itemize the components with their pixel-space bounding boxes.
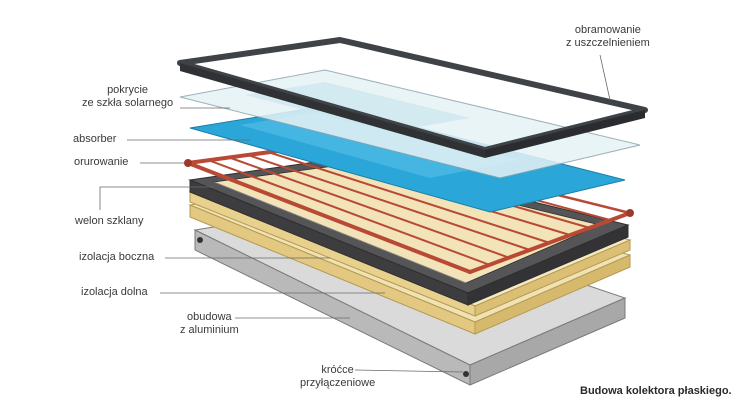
label-housing-line2: z aluminium xyxy=(180,324,239,336)
leader-fleece xyxy=(99,186,214,210)
label-connectors-line2: przyłączeniowe xyxy=(300,377,376,389)
leader-connectors xyxy=(354,369,464,373)
label-side-insulation-line1: izolacja boczna xyxy=(79,251,155,263)
connector-port-right xyxy=(463,371,469,377)
label-connectors-line1: króćce xyxy=(321,364,354,376)
figure-caption: Budowa kolektora płaskiego. xyxy=(580,385,732,397)
label-side-insulation: izolacja boczna xyxy=(79,251,154,264)
label-glass: pokrycie ze szkła solarnego xyxy=(82,84,173,110)
label-absorber: absorber xyxy=(73,133,116,146)
side-insulation xyxy=(188,156,630,306)
connector-port-left xyxy=(197,237,203,243)
label-glass-line2: ze szkła solarnego xyxy=(82,97,174,109)
label-absorber-line1: absorber xyxy=(73,133,117,145)
label-bottom-insulation: izolacja dolna xyxy=(81,286,148,299)
label-housing: obudowa z aluminium xyxy=(180,311,239,337)
frame-with-seal xyxy=(177,37,648,158)
leader-lines xyxy=(99,54,611,373)
label-glass-line1: pokrycie xyxy=(107,84,149,96)
label-piping: orurowanie xyxy=(74,156,128,169)
label-frame-line2: z uszczelnieniem xyxy=(566,37,650,49)
label-piping-line1: orurowanie xyxy=(74,156,129,168)
label-fleece-line1: welon szklany xyxy=(75,215,144,227)
label-housing-line1: obudowa xyxy=(187,311,232,323)
label-fleece: welon szklany xyxy=(75,215,143,228)
glass-fleece-edge xyxy=(213,181,467,284)
label-bottom-insulation-line1: izolacja dolna xyxy=(81,286,148,298)
leader-frame xyxy=(599,54,611,101)
label-connectors: króćce przyłączeniowe xyxy=(300,364,375,390)
label-frame-line1: obramowanie xyxy=(574,24,641,36)
label-frame: obramowanie z uszczelnieniem xyxy=(566,24,650,50)
